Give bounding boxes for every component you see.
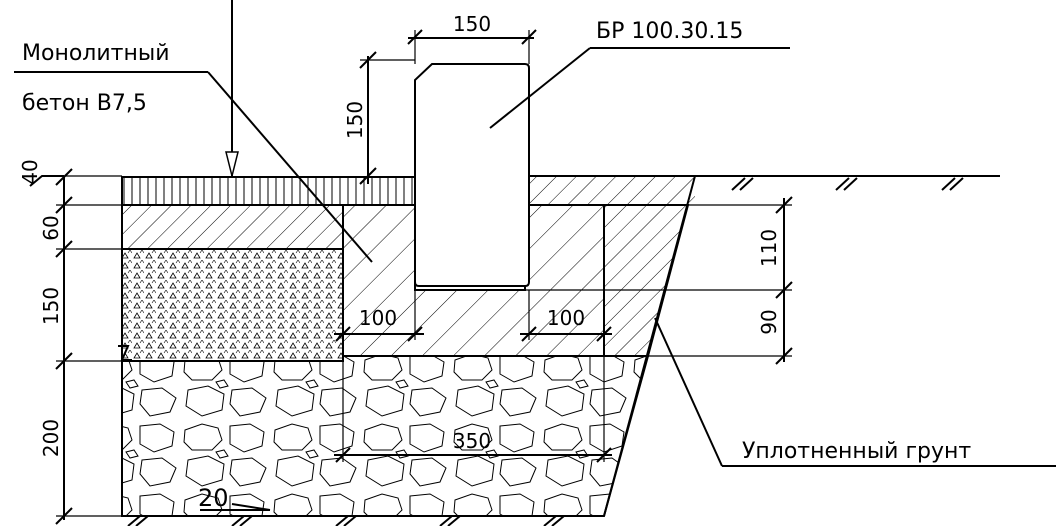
right-dimension-chain [525,196,793,365]
curb-height-dimension [359,51,415,185]
curb-stone [414,63,530,287]
dim-layer-4: 200 [39,419,63,457]
pointer-arrow [225,0,239,177]
dim-base-width: 350 [453,429,491,453]
label-curb: БР 100.30.15 [596,19,743,44]
curb-leader [489,47,790,129]
backfill-top [525,177,695,205]
dim-curb-height: 150 [343,101,367,139]
dim-curb-width: 150 [453,12,491,36]
dim-right-upper: 110 [757,229,781,267]
label-concrete-2: бетон В7,5 [22,91,147,116]
dim-layer-2: 60 [39,215,63,240]
dim-right-lower: 90 [757,309,781,334]
dim-layer-3: 150 [39,287,63,325]
soil-leader [654,317,1056,467]
curb-width-dimension [407,29,537,64]
base-layer-60 [121,204,344,250]
ground-surface [525,175,1000,191]
asphalt-layer [121,176,416,206]
dim-ledge-right: 100 [547,306,585,330]
slope-marker [200,503,271,511]
left-dimension-chain [29,168,122,525]
label-concrete-1: Монолитный [22,41,170,66]
gravel-layer-150 [121,248,344,362]
label-soil: Уплотненный грунт [742,439,971,464]
compacted-soil [603,204,690,357]
dim-slope: 20 [198,484,229,512]
dim-ledge-left: 100 [359,306,397,330]
edge-mark [118,345,132,361]
base-width-dimension [334,356,612,463]
bottom-ground-marks [127,515,565,526]
dim-layer-top: 40 [18,159,42,184]
ledge-dimensions [334,290,612,342]
concrete-leader [14,71,373,263]
